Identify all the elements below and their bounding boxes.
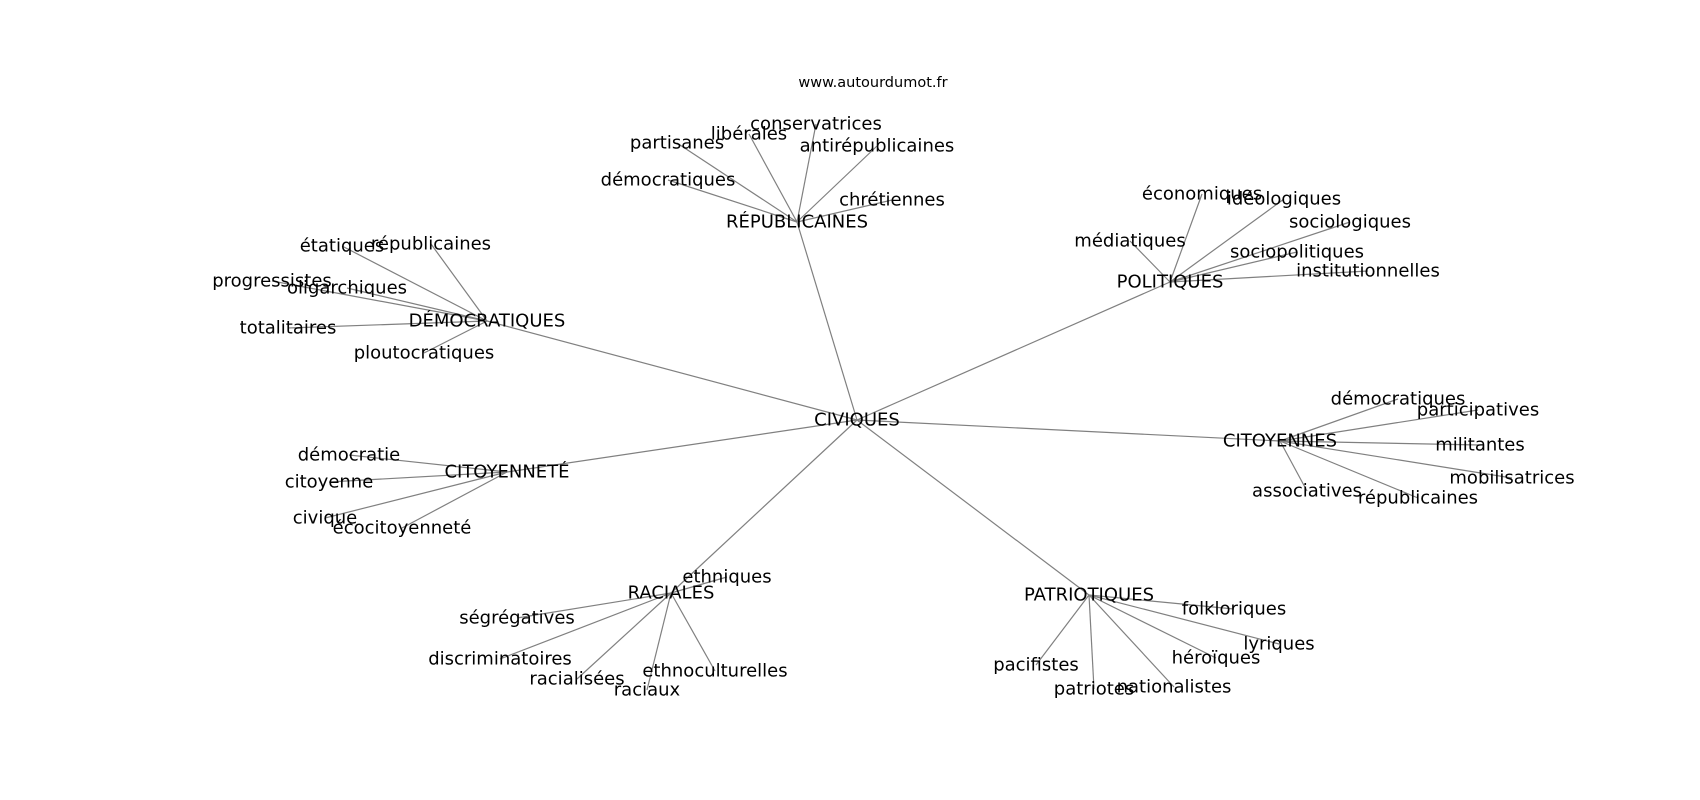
- leaf-node-label: pacifistes: [993, 655, 1079, 676]
- edge-hub-to-leaf: [287, 320, 488, 329]
- leaf-node-label: folkloriques: [1182, 599, 1286, 620]
- edge-hub-to-leaf: [1169, 221, 1351, 283]
- edge-center-to-hub: [856, 281, 1171, 421]
- edge-hub-to-leaf: [1035, 594, 1090, 666]
- leaf-node-label: démocratie: [298, 445, 401, 466]
- edge-hub-to-leaf: [1279, 409, 1479, 442]
- edge-hub-to-leaf: [1279, 440, 1308, 492]
- edge-hub-to-leaf: [1088, 594, 1175, 688]
- leaf-node-label: libérales: [711, 124, 787, 145]
- edge-hub-to-leaf: [401, 471, 508, 529]
- leaf-node-label: idéologiques: [1227, 189, 1341, 210]
- edge-hub-to-leaf: [516, 592, 672, 619]
- edge-center-to-hub: [856, 419, 1281, 442]
- edge-hub-to-leaf: [748, 133, 798, 223]
- edge-hub-to-leaf: [271, 280, 488, 322]
- leaf-node-label: républicaines: [371, 234, 491, 255]
- edge-hub-to-leaf: [1169, 193, 1203, 283]
- leaf-node-label: associatives: [1252, 481, 1362, 502]
- leaf-node-label: antirépublicaines: [800, 136, 955, 157]
- edge-hub-to-leaf: [670, 576, 728, 594]
- hub-node-label: RÉPUBLICAINES: [726, 211, 868, 233]
- hub-node-label: PATRIOTIQUES: [1024, 585, 1154, 606]
- leaf-node-label: républicaines: [1358, 488, 1478, 509]
- source-url-label: www.autourdumot.fr: [798, 75, 947, 91]
- edge-hub-to-leaf: [1169, 198, 1285, 283]
- edge-hub-to-leaf: [348, 454, 508, 473]
- leaf-node-label: mobilisatrices: [1449, 468, 1574, 489]
- edge-hub-to-leaf: [328, 471, 508, 483]
- leaf-node-label: sociopolitiques: [1230, 242, 1364, 263]
- leaf-node-label: héroïques: [1172, 648, 1261, 669]
- edge-center-to-hub: [796, 221, 858, 421]
- edge-hub-to-leaf: [670, 592, 716, 672]
- edge-hub-to-leaf: [1169, 251, 1298, 283]
- edge-center-to-hub: [506, 419, 858, 473]
- edge-hub-to-leaf: [646, 592, 672, 691]
- leaf-node-label: discriminatoires: [428, 649, 572, 670]
- edge-center-to-hub: [486, 320, 858, 421]
- edge-hub-to-leaf: [1088, 594, 1280, 645]
- edge-hub-to-leaf: [576, 592, 672, 680]
- leaf-node-label: lyriques: [1243, 634, 1314, 655]
- graph-edges: [271, 123, 1513, 691]
- leaf-node-label: citoyenne: [285, 472, 374, 493]
- leaf-node-label: patriotes: [1054, 679, 1134, 700]
- edge-hub-to-leaf: [1279, 440, 1481, 446]
- edge-hub-to-leaf: [676, 142, 798, 223]
- edge-hub-to-leaf: [1169, 270, 1369, 283]
- edge-hub-to-leaf: [1279, 440, 1419, 499]
- edge-hub-to-leaf: [1088, 594, 1217, 659]
- leaf-node-label: totalitaires: [240, 318, 337, 339]
- leaf-node-label: oligarchiques: [287, 278, 407, 299]
- hub-node-label: CITOYENNES: [1223, 431, 1337, 452]
- edge-hub-to-leaf: [423, 320, 488, 354]
- leaf-node-label: raciaux: [614, 680, 681, 701]
- leaf-node-label: ploutocratiques: [354, 343, 495, 364]
- hub-node-label: DÉMOCRATIQUES: [409, 310, 566, 332]
- edge-hub-to-leaf: [667, 179, 798, 223]
- leaf-node-label: nationalistes: [1117, 677, 1232, 698]
- leaf-node-label: partisanes: [630, 133, 724, 154]
- edge-hub-to-leaf: [796, 123, 817, 223]
- edge-hub-to-leaf: [430, 243, 488, 322]
- edge-hub-to-leaf: [324, 471, 508, 519]
- graph-labels: www.autourdumot.fr CIVIQUES RÉPUBLICAINES…: [212, 75, 1574, 701]
- leaf-node-label: militantes: [1435, 435, 1525, 456]
- edge-center-to-hub: [670, 419, 858, 594]
- leaf-node-label: démocratiques: [1331, 389, 1466, 410]
- center-node-label: CIVIQUES: [814, 410, 900, 431]
- edge-hub-to-leaf: [1279, 398, 1399, 442]
- edge-hub-to-leaf: [796, 199, 893, 223]
- edge-hub-to-leaf: [341, 245, 488, 322]
- edge-hub-to-leaf: [1088, 594, 1235, 610]
- edge-hub-to-leaf: [1279, 440, 1513, 479]
- hub-node-label: CITOYENNETÉ: [444, 461, 569, 483]
- edge-center-to-hub: [856, 419, 1090, 596]
- leaf-node-label: étatiques: [300, 236, 385, 257]
- edge-hub-to-leaf: [796, 145, 878, 223]
- hub-node-label: POLITIQUES: [1117, 272, 1224, 293]
- leaf-node-label: écocitoyenneté: [333, 518, 472, 539]
- edge-hub-to-leaf: [1129, 240, 1171, 283]
- leaf-node-label: racialisées: [529, 669, 624, 690]
- leaf-node-label: conservatrices: [750, 114, 882, 135]
- leaf-node-label: progressistes: [212, 271, 332, 292]
- leaf-node-label: médiatiques: [1074, 231, 1185, 252]
- edge-hub-to-leaf: [1088, 594, 1095, 690]
- leaf-node-label: démocratiques: [601, 170, 736, 191]
- leaf-node-label: économiques: [1142, 184, 1262, 205]
- leaf-node-label: civique: [293, 508, 357, 529]
- leaf-node-label: sociologiques: [1289, 212, 1411, 233]
- leaf-node-label: institutionnelles: [1296, 261, 1440, 282]
- leaf-node-label: participatives: [1417, 400, 1539, 421]
- edge-hub-to-leaf: [346, 287, 488, 322]
- hub-node-label: RACIALES: [628, 583, 715, 604]
- leaf-node-label: ethnoculturelles: [642, 661, 787, 682]
- leaf-node-label: ségrégatives: [459, 608, 575, 629]
- leaf-node-label: ethniques: [682, 567, 771, 588]
- edge-hub-to-leaf: [499, 592, 672, 660]
- leaf-node-label: chrétiennes: [839, 190, 945, 211]
